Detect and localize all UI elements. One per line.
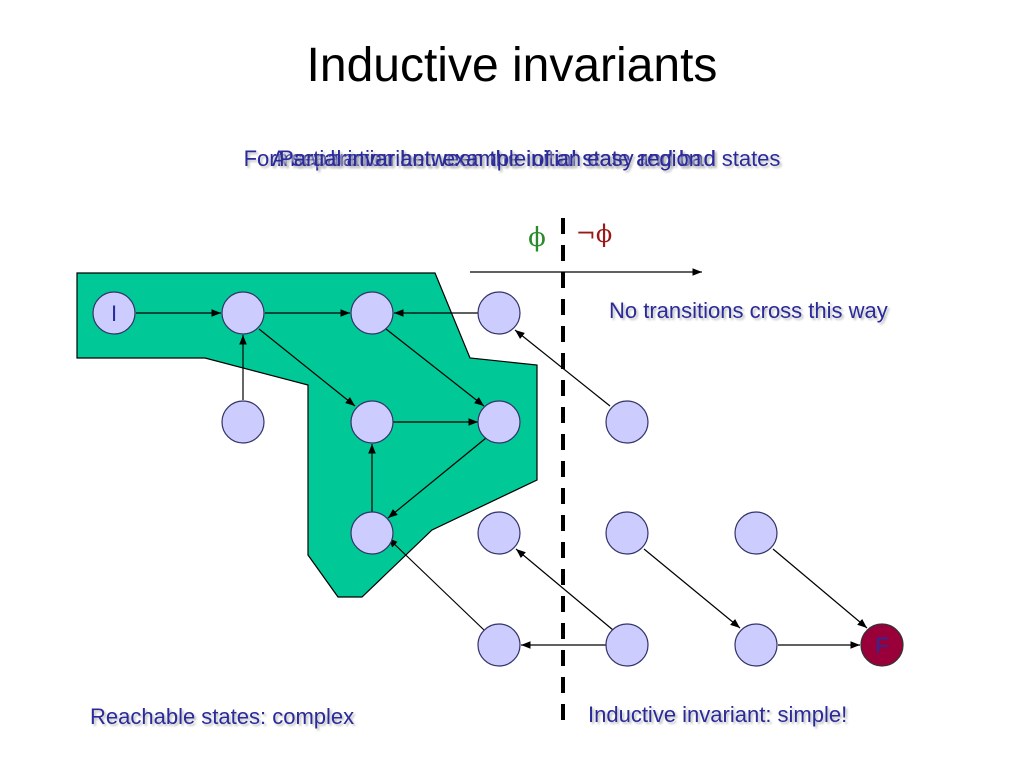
node-j xyxy=(605,511,649,555)
node-g xyxy=(605,400,649,444)
not-phi-label: ¬ϕ xyxy=(576,220,612,248)
transition-edges xyxy=(136,309,868,649)
node-b xyxy=(350,291,394,335)
edge-a-to-e xyxy=(258,328,356,407)
subtitle-layer-1: Forms a barrier between the initial stat… xyxy=(243,146,781,171)
node-h xyxy=(350,511,394,555)
node-final-label: F xyxy=(875,633,888,658)
node-m xyxy=(477,623,521,667)
subtitle-layer-3: Partial invariant: example of an easy re… xyxy=(279,146,701,171)
node-initial-label: I xyxy=(111,301,117,326)
edge-g-to-c xyxy=(514,329,611,407)
node-f xyxy=(477,400,521,444)
state-nodes xyxy=(92,291,904,667)
node-a xyxy=(221,291,265,335)
phi-label: ϕ xyxy=(528,223,546,253)
node-o xyxy=(734,623,778,667)
node-final-bad xyxy=(860,623,904,667)
reachable-states-caption: Reachable states: complex xyxy=(90,704,355,729)
edge-m-to-h xyxy=(387,537,485,631)
edge-f-to-h xyxy=(387,437,487,519)
slide-title: Inductive invariants xyxy=(306,39,718,92)
node-n xyxy=(605,623,649,667)
edge-j-to-o xyxy=(643,548,741,629)
node-k xyxy=(734,511,778,555)
inductive-invariant-caption: Inductive invariant: simple! xyxy=(588,702,848,727)
edge-k-to-final xyxy=(772,548,868,629)
node-initial xyxy=(92,291,136,335)
node-d xyxy=(221,400,265,444)
node-c xyxy=(477,291,521,335)
node-e xyxy=(350,400,394,444)
edge-b-to-f xyxy=(385,328,485,407)
subtitle-layer-2: A separation between the initial state a… xyxy=(272,146,716,171)
edge-n-to-i xyxy=(515,548,614,631)
reachable-region xyxy=(76,272,538,598)
node-i xyxy=(477,511,521,555)
no-transitions-caption: No transitions cross this way xyxy=(609,298,888,323)
